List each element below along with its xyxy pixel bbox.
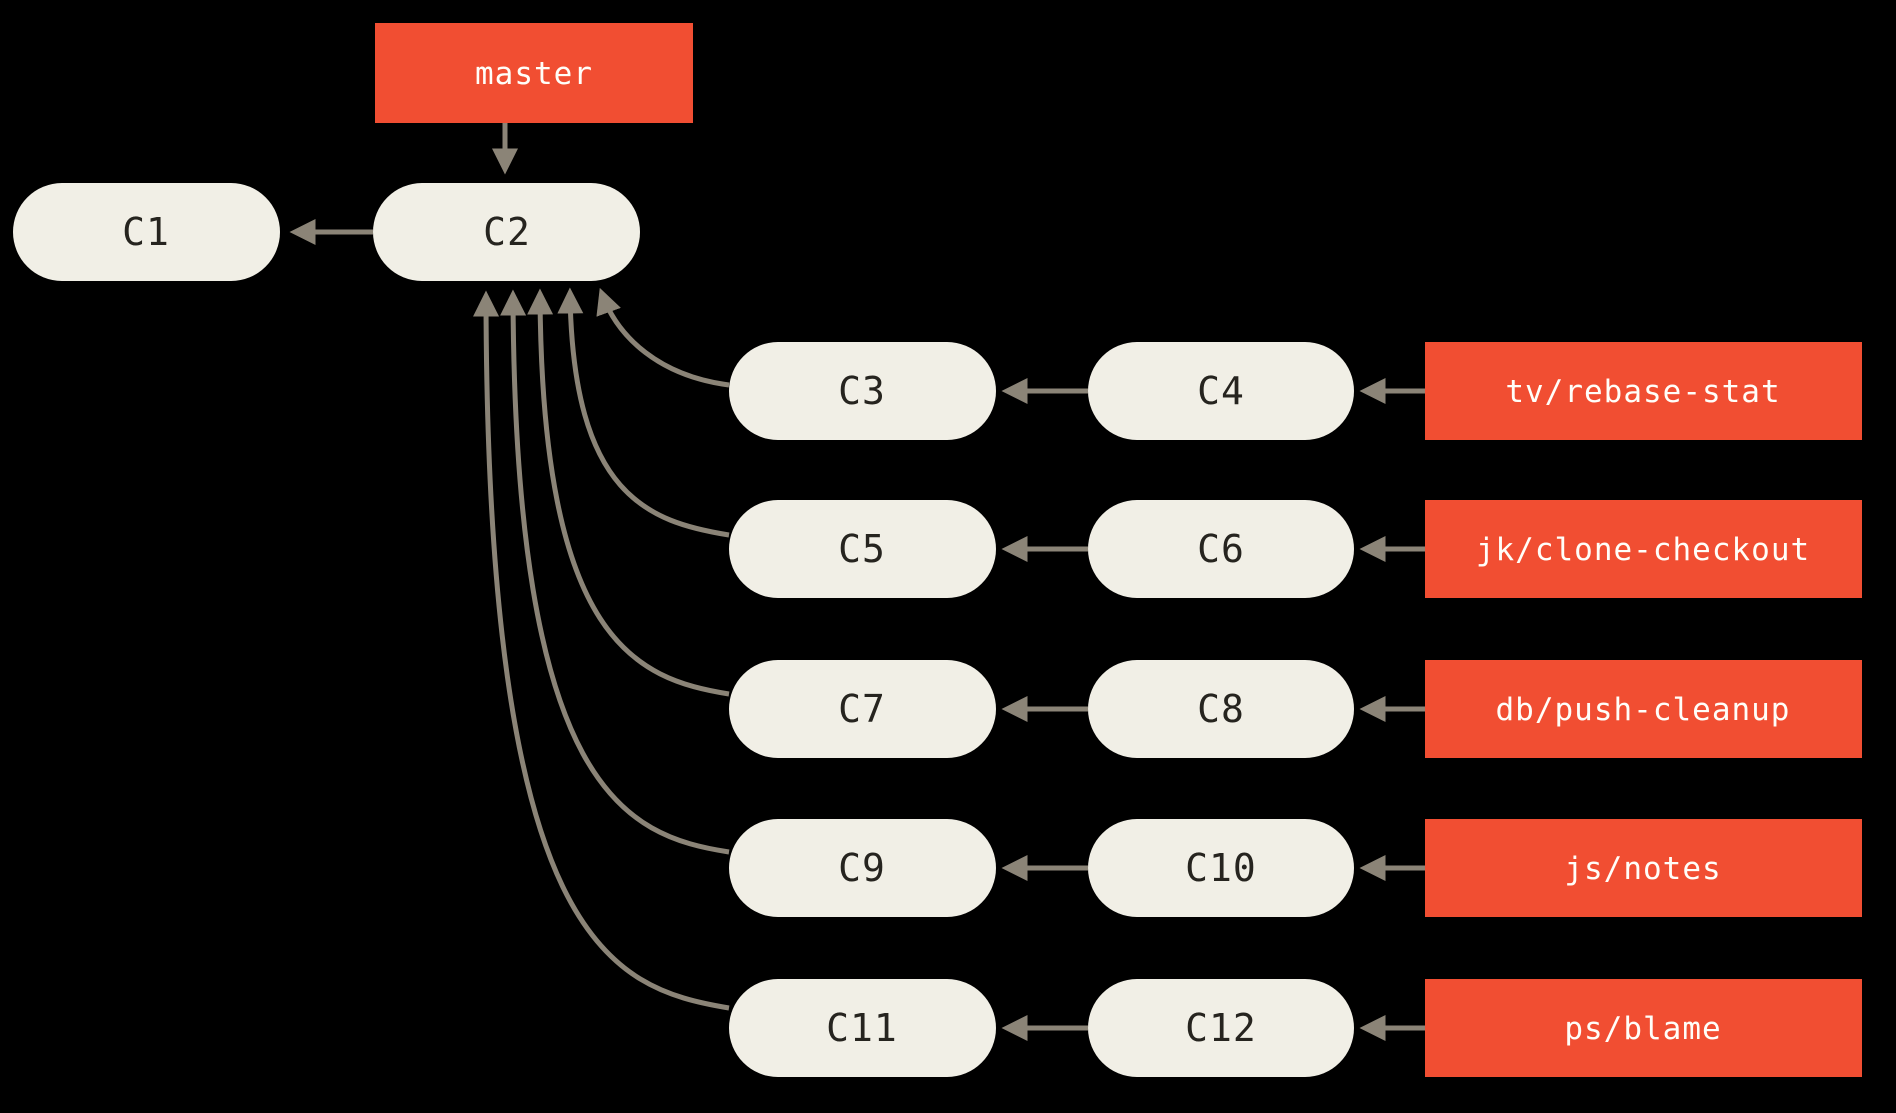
- commit-c10-pill: [1088, 819, 1354, 917]
- commit-node-c5: C5: [729, 500, 996, 598]
- db-push-cleanup-box: [1425, 660, 1862, 758]
- js-notes-label: js/notes: [1564, 851, 1721, 887]
- commit-node-c2: C2: [373, 183, 640, 281]
- edge-c9-to-c2: [500, 289, 730, 855]
- ps-blame-label: ps/blame: [1564, 1011, 1721, 1047]
- master-box: [375, 23, 693, 123]
- branch-ref-master: master: [375, 23, 693, 123]
- tv-rebase-stat-box: [1425, 342, 1862, 440]
- commit-c2-label: C2: [483, 210, 531, 254]
- edge-c5-to-c2: [557, 287, 730, 538]
- commit-c4-label: C4: [1197, 369, 1245, 413]
- commit-c2-pill: [373, 183, 640, 281]
- commit-node-c8: C8: [1088, 660, 1354, 758]
- commit-c5-pill: [729, 500, 996, 598]
- commit-node-c7: C7: [729, 660, 996, 758]
- branch-ref-jk-clone-checkout: jk/clone-checkout: [1425, 500, 1862, 598]
- db-push-cleanup-label: db/push-cleanup: [1496, 692, 1791, 728]
- commit-c3-pill: [729, 342, 996, 440]
- commit-c4-pill: [1088, 342, 1354, 440]
- commit-node-c10: C10: [1088, 819, 1354, 917]
- edges: [289, 123, 1425, 1041]
- jk-clone-checkout-label: jk/clone-checkout: [1476, 532, 1810, 568]
- commit-node-c11: C11: [729, 979, 996, 1077]
- commit-node-c12: C12: [1088, 979, 1354, 1077]
- commit-c12-label: C12: [1185, 1006, 1257, 1050]
- master-label: master: [475, 56, 593, 92]
- branch-ref-db-push-cleanup: db/push-cleanup: [1425, 660, 1862, 758]
- edge-c3-to-c2: [596, 287, 730, 388]
- commit-node-c1: C1: [13, 183, 280, 281]
- ps-blame-box: [1425, 979, 1862, 1077]
- js-notes-box: [1425, 819, 1862, 917]
- commit-c1-pill: [13, 183, 280, 281]
- commit-c11-pill: [729, 979, 996, 1077]
- commit-c6-label: C6: [1197, 527, 1245, 571]
- edge-c7-to-c2: [527, 288, 730, 697]
- commit-c7-pill: [729, 660, 996, 758]
- commit-c6-pill: [1088, 500, 1354, 598]
- branch-ref-tv-rebase-stat: tv/rebase-stat: [1425, 342, 1862, 440]
- jk-clone-checkout-box: [1425, 500, 1862, 598]
- commit-c3-label: C3: [838, 369, 886, 413]
- commit-node-c4: C4: [1088, 342, 1354, 440]
- commit-c10-label: C10: [1185, 846, 1257, 890]
- commit-c8-label: C8: [1197, 687, 1245, 731]
- commit-c12-pill: [1088, 979, 1354, 1077]
- commit-node-c9: C9: [729, 819, 996, 917]
- edge-c11-to-c2: [473, 290, 730, 1011]
- commit-c9-pill: [729, 819, 996, 917]
- commit-c7-label: C7: [838, 687, 886, 731]
- branch-ref-js-notes: js/notes: [1425, 819, 1862, 917]
- branch-ref-ps-blame: ps/blame: [1425, 979, 1862, 1077]
- tv-rebase-stat-label: tv/rebase-stat: [1505, 374, 1780, 410]
- commit-node-c6: C6: [1088, 500, 1354, 598]
- commit-c8-pill: [1088, 660, 1354, 758]
- commit-node-c3: C3: [729, 342, 996, 440]
- commit-c5-label: C5: [838, 527, 886, 571]
- commit-c11-label: C11: [826, 1006, 898, 1050]
- commit-c1-label: C1: [122, 210, 170, 254]
- commit-c9-label: C9: [838, 846, 886, 890]
